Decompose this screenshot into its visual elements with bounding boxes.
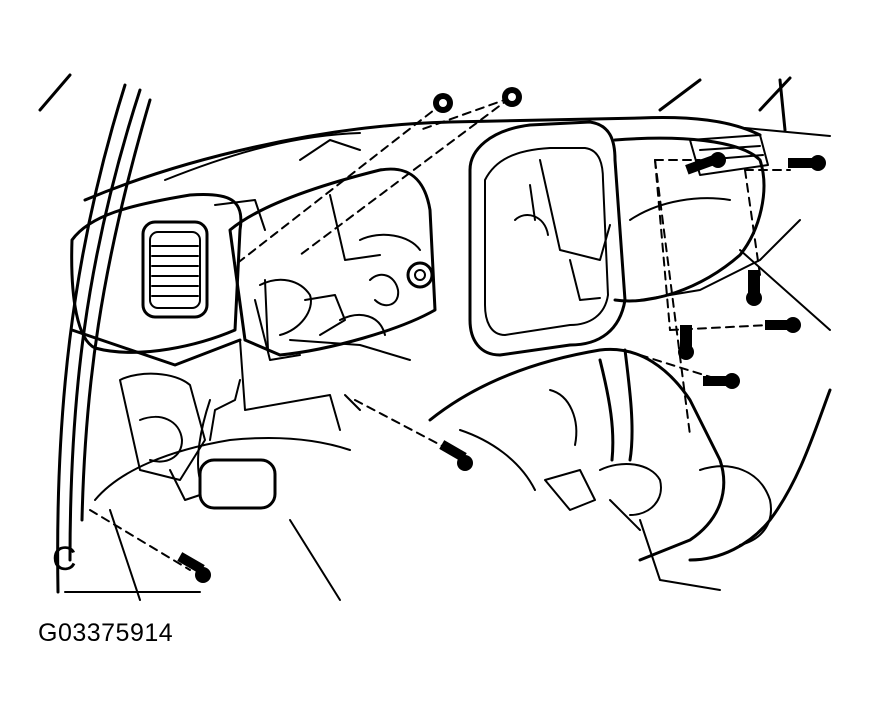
lower-panel bbox=[94, 299, 361, 601]
steering-column-opening bbox=[468, 120, 627, 357]
figure-id: G03375914 bbox=[38, 619, 174, 647]
center-tunnel bbox=[428, 347, 772, 591]
dashboard-top bbox=[83, 76, 831, 202]
air-vent-icon bbox=[141, 220, 209, 319]
center-console bbox=[214, 139, 437, 361]
bolt-icon bbox=[788, 155, 826, 171]
bolt-icon bbox=[177, 552, 211, 583]
bolt-icon bbox=[703, 373, 740, 389]
bolt-icon bbox=[685, 152, 726, 175]
nut-icon bbox=[502, 87, 522, 107]
door-frame bbox=[38, 73, 201, 594]
instrument-panel bbox=[70, 192, 243, 367]
nut-icon bbox=[433, 93, 453, 113]
callout-label: C bbox=[52, 540, 77, 578]
right-dash-panel bbox=[613, 134, 832, 562]
bolt-icon bbox=[678, 325, 694, 360]
bolt-icon bbox=[439, 440, 473, 471]
bolt-icon bbox=[746, 270, 762, 306]
fasteners bbox=[177, 87, 826, 583]
bolt-icon bbox=[765, 317, 801, 333]
